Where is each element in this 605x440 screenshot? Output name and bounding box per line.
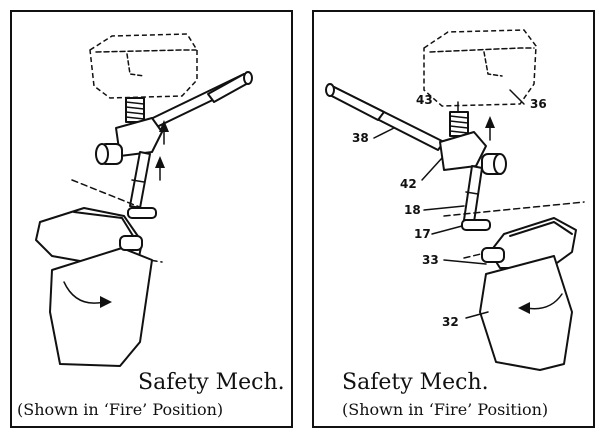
right-mechanism-illustration: 43 36 38 42 18 17 33 32 — [325, 29, 585, 371]
lever-block — [95, 117, 163, 165]
part-label-38: 38 — [352, 131, 369, 145]
part-label-32: 32 — [442, 315, 459, 329]
trigger — [479, 217, 577, 371]
spring — [449, 111, 469, 137]
rotation-arrow — [63, 281, 112, 308]
part-label-18: 18 — [404, 203, 421, 217]
left-diagram-panel: Safety Mech. (Shown in ‘Fire’ Position) — [10, 10, 293, 428]
housing-block-dashed — [423, 29, 537, 107]
left-mechanism-illustration — [35, 33, 253, 367]
part-label-33: 33 — [422, 253, 439, 267]
leader-lines — [373, 89, 525, 319]
safety-rod — [325, 83, 445, 151]
part-label-36: 36 — [530, 97, 547, 111]
right-caption-title: Safety Mech. — [342, 370, 489, 395]
up-arrows — [155, 120, 169, 181]
right-caption-subtitle: (Shown in ‘Fire’ Position) — [342, 400, 549, 419]
rotation-arrow — [518, 293, 563, 314]
right-diagram-panel: 43 36 38 42 18 17 33 32 Safety Mech. (Sh… — [312, 10, 595, 428]
trigger — [35, 207, 153, 367]
housing-block-dashed — [89, 33, 198, 99]
lever-block — [439, 131, 507, 175]
up-arrow — [485, 116, 495, 141]
left-caption-title: Safety Mech. — [138, 370, 285, 395]
spring — [125, 97, 145, 123]
connecting-link — [129, 151, 151, 209]
left-caption-subtitle: (Shown in ‘Fire’ Position) — [17, 400, 224, 419]
part-label-43: 43 — [416, 93, 433, 107]
part-label-42: 42 — [400, 177, 417, 191]
part-label-17: 17 — [414, 227, 431, 241]
